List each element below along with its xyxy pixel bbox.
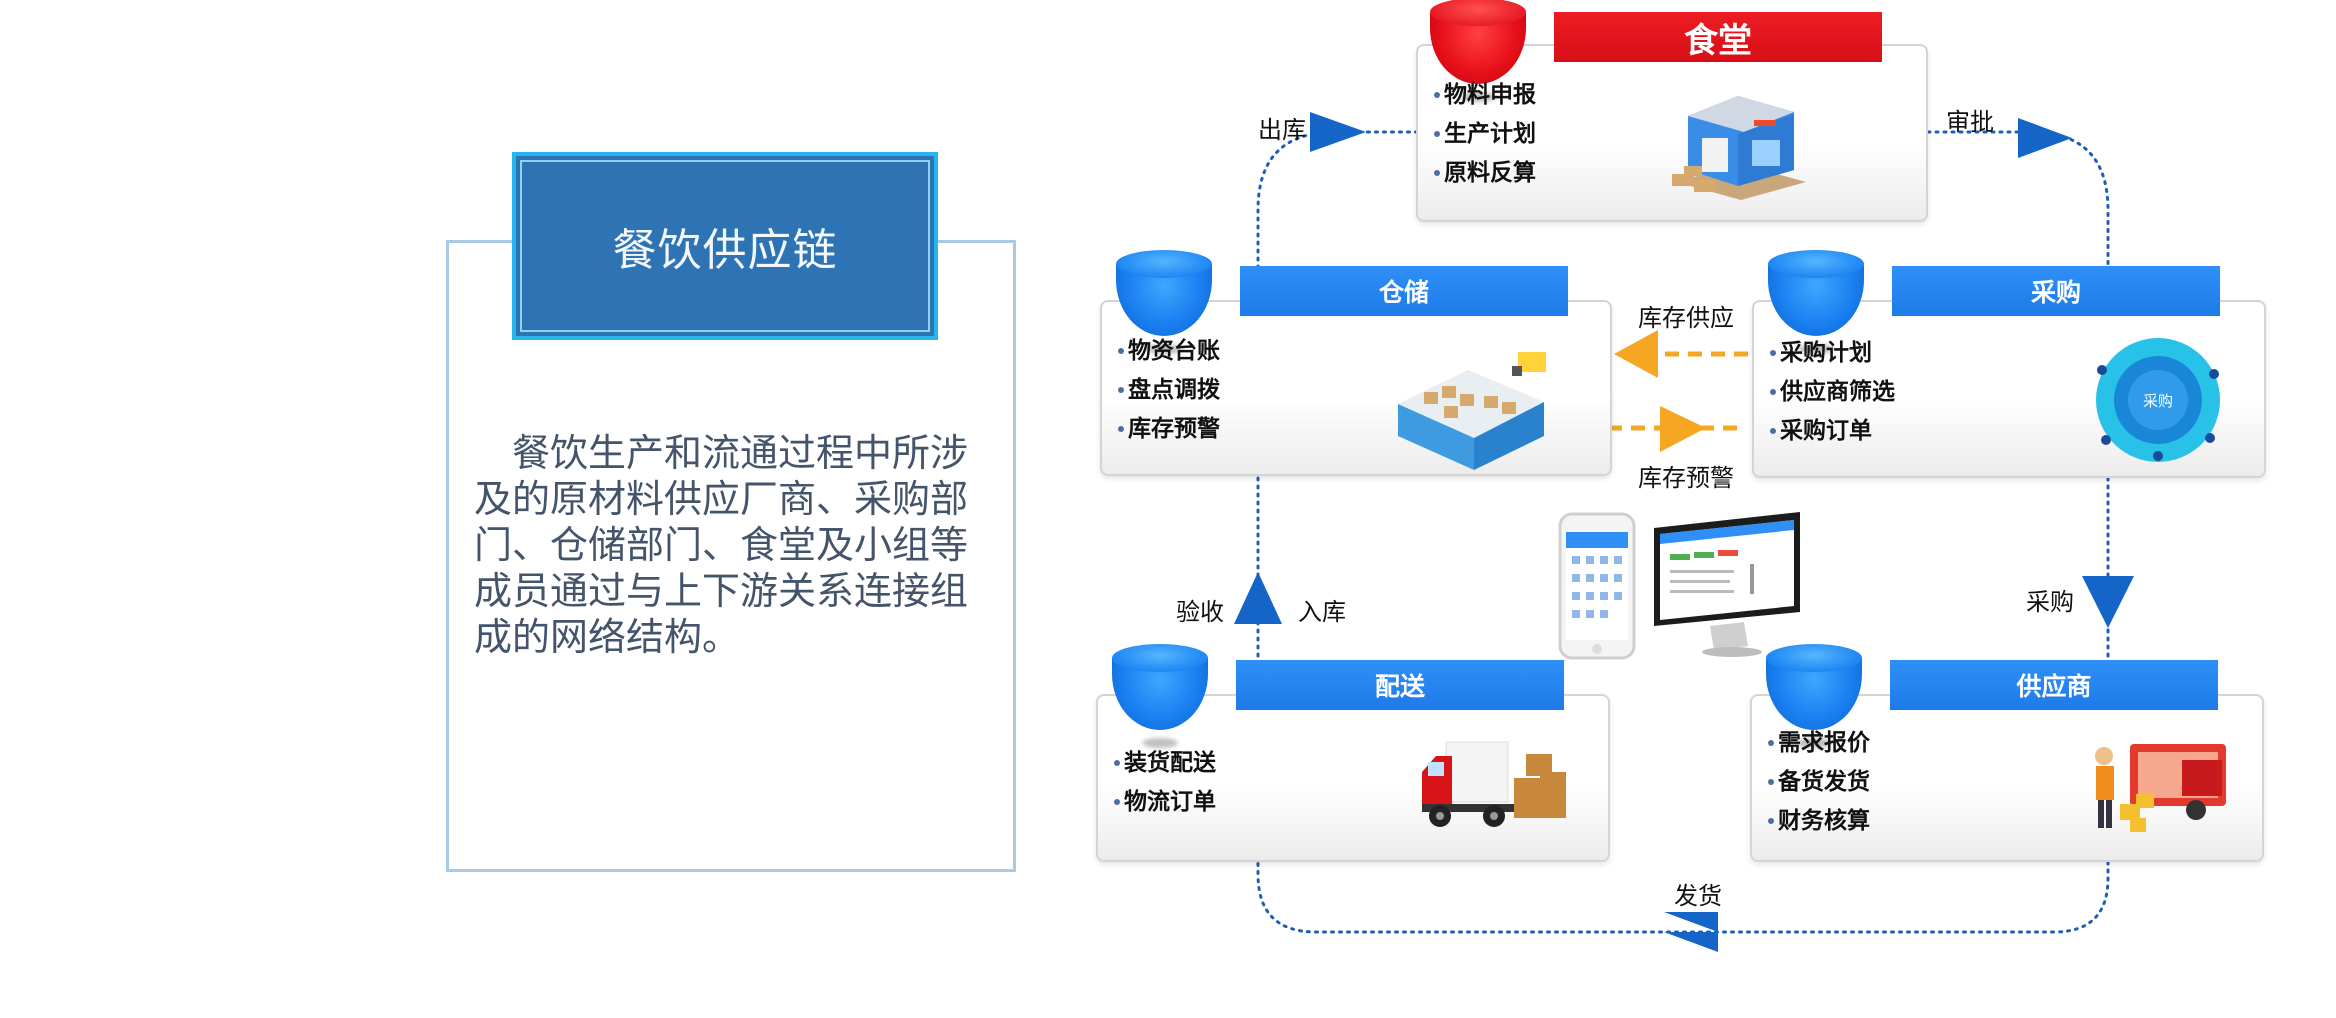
- storage-item: 库存预警: [1118, 410, 1220, 449]
- canteen-item: 原料反算: [1434, 154, 1536, 193]
- arrow-stock-warning-icon: [1660, 406, 1706, 452]
- desktop-monitor-icon: [1654, 512, 1800, 657]
- intro-title-box: 餐饮供应链: [512, 152, 938, 340]
- flow-label-inspect: 验收: [1176, 598, 1224, 626]
- intro-description: 餐饮生产和流通过程中所涉及的原材料供应厂商、采购部门、仓储部门、食堂及小组等成员…: [474, 431, 969, 659]
- purchase-item: 采购订单: [1770, 412, 1895, 451]
- purchase-bowl-icon: [1768, 250, 1864, 336]
- intro-title: 餐饮供应链: [612, 225, 838, 276]
- purchase-cycle-icon: 采购: [2096, 338, 2220, 462]
- warehouse-building-icon: [1672, 96, 1806, 200]
- arrow-buy-icon: [2082, 576, 2134, 628]
- purchase-header: 采购: [1892, 266, 2220, 316]
- canteen-items: 物料申报 生产计划 原料反算: [1434, 76, 1536, 193]
- purchase-items: 采购计划 供应商筛选 采购订单: [1770, 334, 1895, 451]
- delivery-item: 物流订单: [1114, 783, 1216, 822]
- arrow-inspect-icon: [1234, 572, 1282, 624]
- warehouse-interior-icon: [1398, 352, 1546, 470]
- supplier-bowl-icon: [1766, 644, 1862, 730]
- flow-label-buy: 采购: [2026, 588, 2074, 616]
- canteen-item: 物料申报: [1434, 76, 1536, 115]
- flow-label-inbound: 入库: [1298, 598, 1346, 626]
- flow-label-approve: 审批: [1946, 108, 1994, 136]
- supplier-item: 备货发货: [1768, 763, 1870, 802]
- canteen-header: 食堂: [1554, 12, 1882, 62]
- flow-label-stock-warning: 库存预警: [1638, 464, 1734, 492]
- arrow-approve-icon: [2018, 118, 2072, 158]
- purchase-item: 供应商筛选: [1770, 373, 1895, 412]
- storage-item: 物资台账: [1118, 332, 1220, 371]
- supplier-header: 供应商: [1890, 660, 2218, 710]
- storage-header: 仓储: [1240, 266, 1568, 316]
- mobile-phone-icon: [1558, 512, 1636, 660]
- flow-label-stock-supply: 库存供应: [1638, 304, 1734, 332]
- supplier-item: 需求报价: [1768, 724, 1870, 763]
- arrow-out-icon: [1310, 112, 1366, 152]
- purchase-item: 采购计划: [1770, 334, 1895, 373]
- canteen-item: 生产计划: [1434, 115, 1536, 154]
- supplier-items: 需求报价 备货发货 财务核算: [1768, 724, 1870, 841]
- supplier-item: 财务核算: [1768, 802, 1870, 841]
- delivery-item: 装货配送: [1114, 744, 1216, 783]
- delivery-items: 装货配送 物流订单: [1114, 744, 1216, 822]
- storage-item: 盘点调拨: [1118, 371, 1220, 410]
- storage-items: 物资台账 盘点调拨 库存预警: [1118, 332, 1220, 449]
- purchase-cycle-label: 采购: [2143, 392, 2173, 410]
- delivery-header: 配送: [1236, 660, 1564, 710]
- flow-label-out: 出库: [1258, 116, 1306, 144]
- supplier-shipping-icon: [2095, 744, 2226, 832]
- intro-panel: [446, 240, 1016, 872]
- arrow-stock-supply-icon: [1614, 330, 1658, 378]
- arrow-ship-icon: [1664, 912, 1718, 952]
- flow-label-ship: 发货: [1674, 882, 1722, 910]
- delivery-truck-icon: [1422, 741, 1566, 827]
